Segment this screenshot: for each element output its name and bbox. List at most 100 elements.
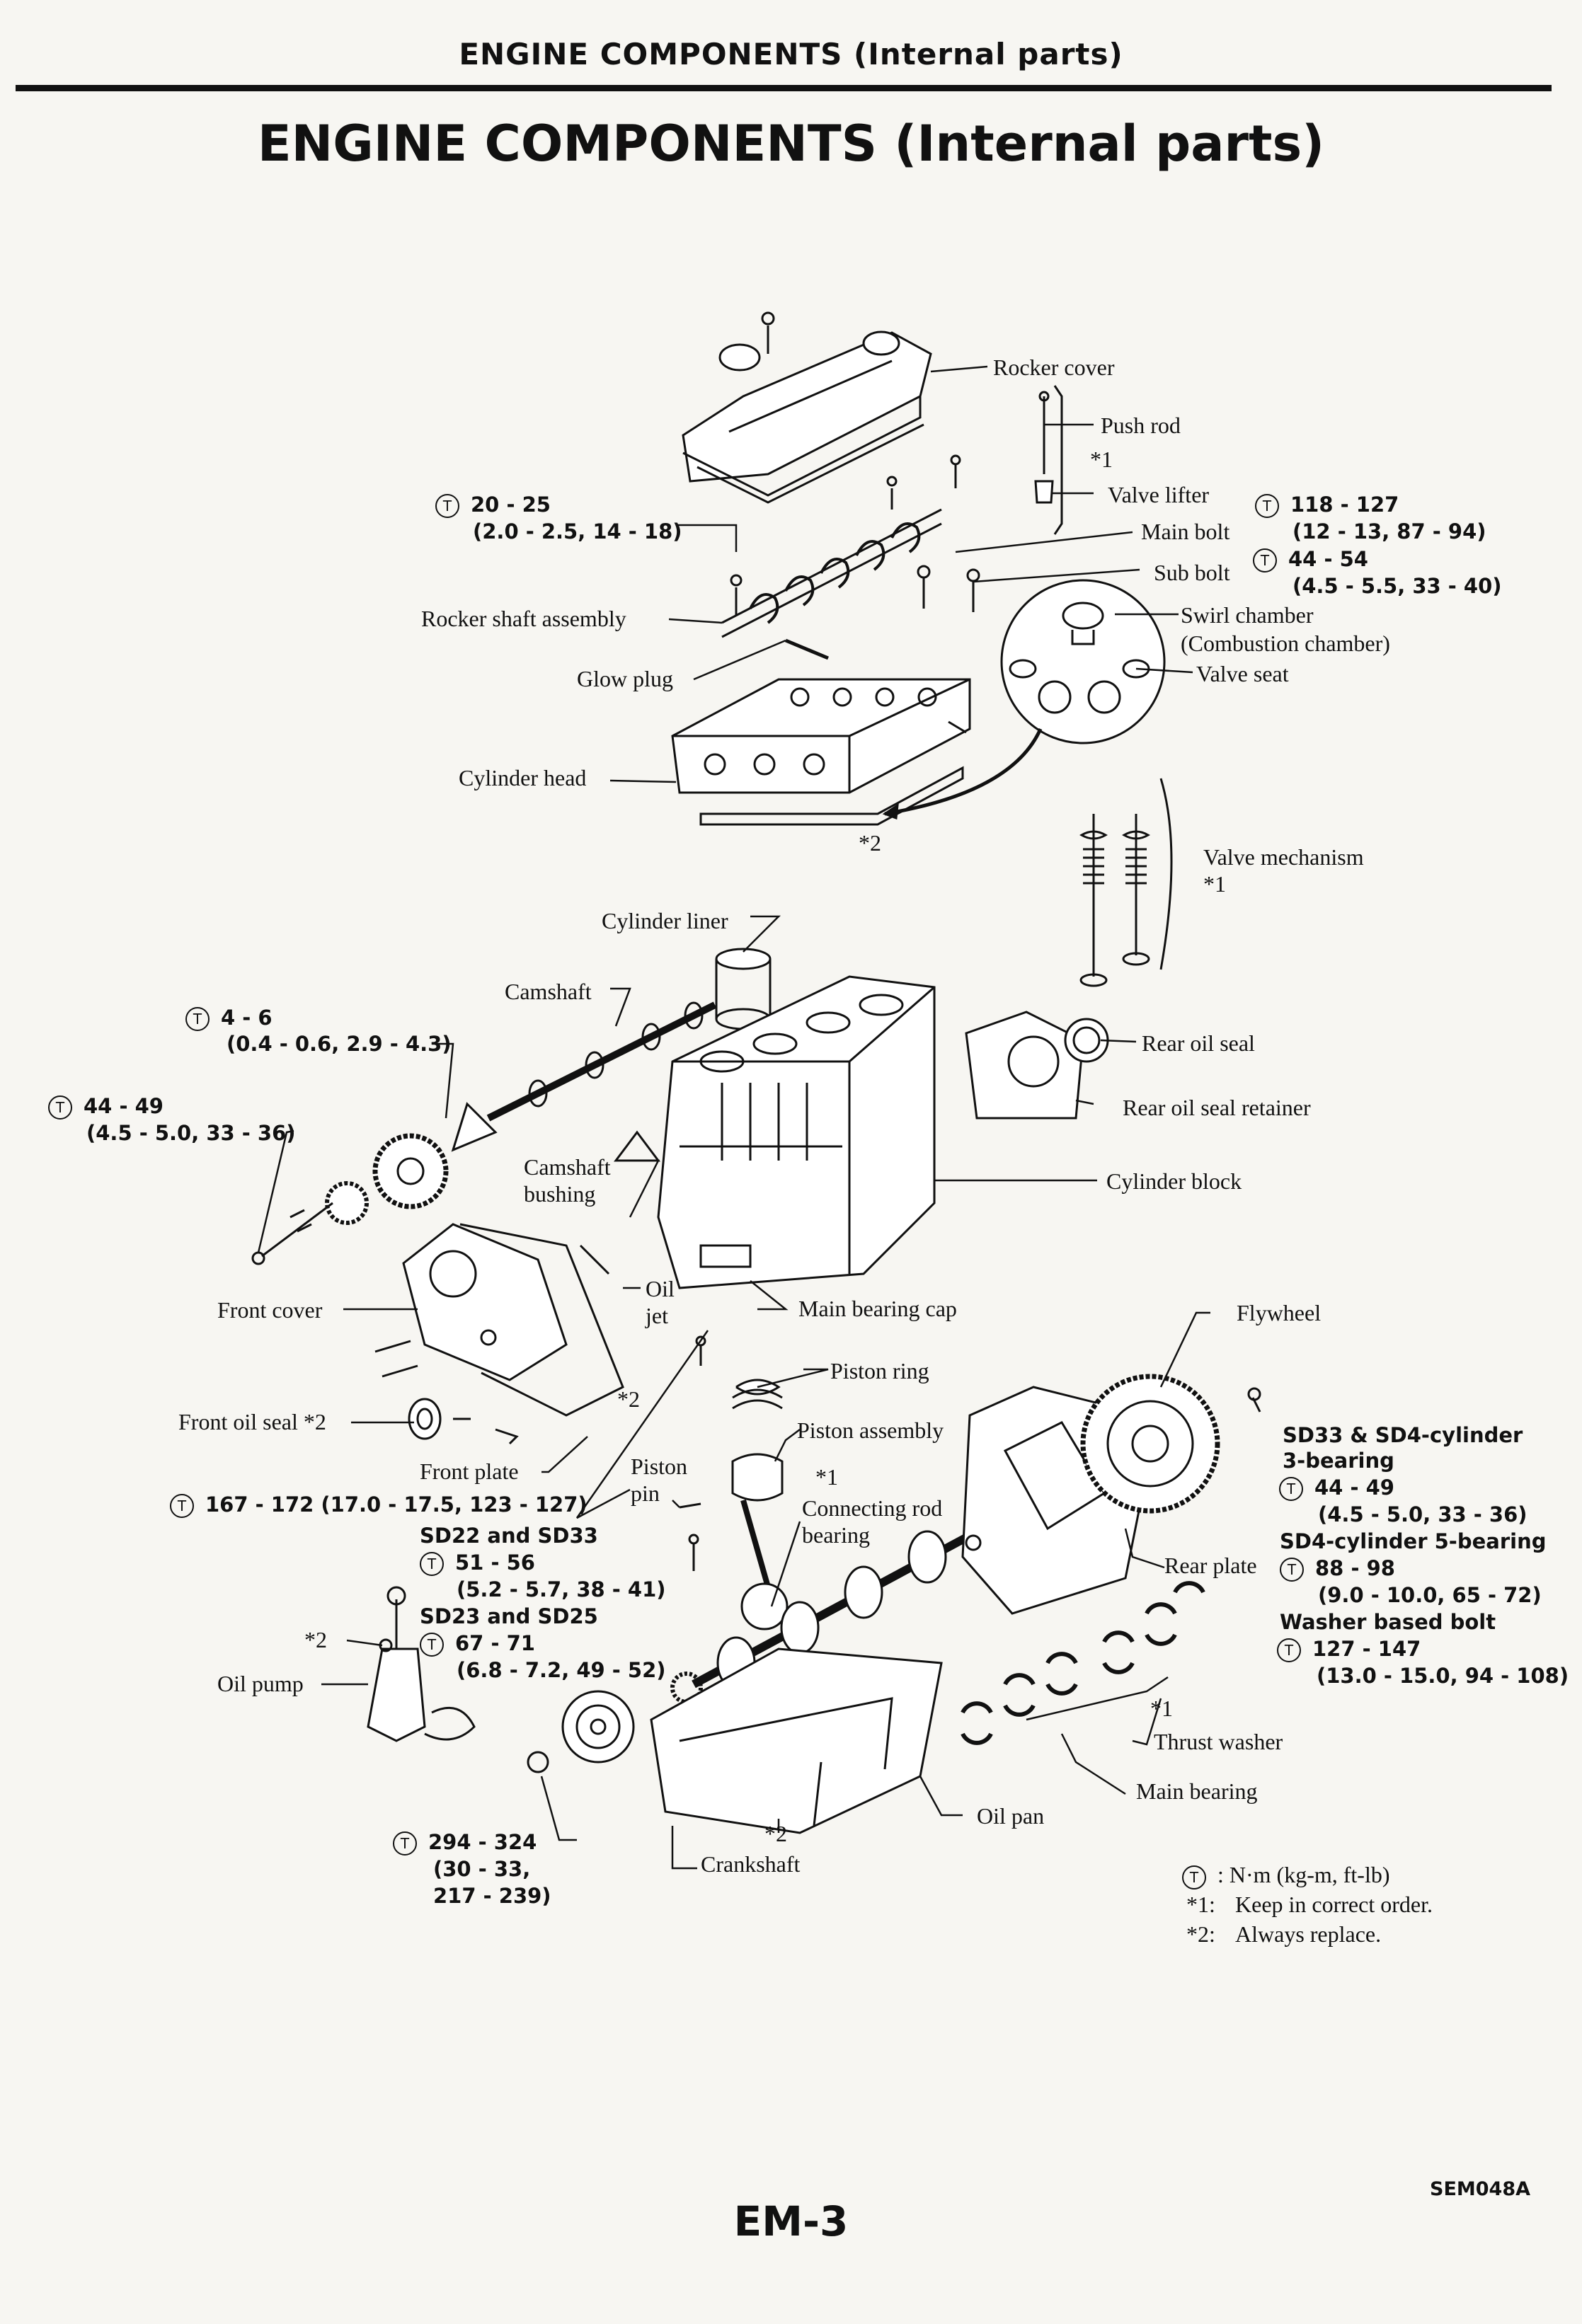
label-valve-seat: Valve seat xyxy=(1196,661,1289,686)
torque-icon: T xyxy=(170,1494,194,1518)
timing-gears-drawing xyxy=(251,1133,449,1265)
label-main-bolt: Main bolt xyxy=(1141,519,1230,544)
label-crankshaft: Crankshaft xyxy=(701,1851,801,1877)
torque-flywheel-1-units: (4.5 - 5.0, 33 - 36) xyxy=(1318,1502,1527,1526)
label-cylinder-liner: Cylinder liner xyxy=(602,908,728,933)
legend-note-2-text: Always replace. xyxy=(1235,1921,1382,1947)
torque-icon: T xyxy=(1280,1558,1304,1582)
label-connecting-rod-bearing-line2: bearing xyxy=(802,1522,870,1548)
torque-sub-value: 44 - 54 xyxy=(1288,547,1368,571)
legend-note-2-mark: *2: xyxy=(1186,1921,1215,1947)
torque-sd23-units: (6.8 - 7.2, 49 - 52) xyxy=(457,1658,666,1682)
torque-sd23: T 67 - 71 xyxy=(420,1630,535,1657)
torque-camshaft-value: 4 - 6 xyxy=(221,1006,273,1030)
label-piston-note: *1 xyxy=(815,1464,838,1490)
torque-cam-gear-units: (4.5 - 5.0, 33 - 36) xyxy=(86,1121,296,1145)
torque-icon: T xyxy=(420,1633,444,1657)
label-camshaft: Camshaft xyxy=(505,979,592,1004)
torque-sub-units: (4.5 - 5.5, 33 - 40) xyxy=(1292,574,1502,598)
label-push-rod: Push rod xyxy=(1101,413,1181,438)
torque-icon: T xyxy=(393,1831,417,1856)
label-main-bearing: Main bearing xyxy=(1136,1778,1258,1804)
label-valve-mechanism-note: *1 xyxy=(1203,871,1226,897)
torque-sub-bolt: T 44 - 54 xyxy=(1253,546,1368,573)
label-piston-ring: Piston ring xyxy=(830,1358,929,1384)
label-crankshaft-note: *2 xyxy=(764,1821,787,1846)
torque-flywheel-1-value: 44 - 49 xyxy=(1314,1475,1394,1500)
label-rocker-shaft-assembly: Rocker shaft assembly xyxy=(421,606,626,631)
label-oil-pump-note: *2 xyxy=(304,1627,327,1652)
oil-pan-drawing xyxy=(650,1647,943,1834)
legend-note-1-text: Keep in correct order. xyxy=(1235,1892,1433,1917)
label-rear-oil-seal-retainer: Rear oil seal retainer xyxy=(1123,1095,1311,1120)
label-glow-plug: Glow plug xyxy=(577,666,673,691)
front-cover-drawing xyxy=(374,1223,624,1445)
torque-rocker-value: 20 - 25 xyxy=(471,493,551,517)
label-piston-assembly: Piston assembly xyxy=(797,1417,944,1443)
rocker-shaft-drawing xyxy=(721,476,980,638)
torque-pulley: T 294 - 324 xyxy=(393,1829,537,1856)
label-oil-pan: Oil pan xyxy=(977,1803,1045,1829)
cylinder-block-drawing xyxy=(614,975,936,1289)
piston-drawing xyxy=(679,1335,789,1630)
page-number: EM-3 xyxy=(733,2197,849,2245)
flywheel-3bearing-heading: 3-bearing xyxy=(1283,1449,1394,1473)
label-sub-bolt: Sub bolt xyxy=(1154,560,1230,585)
label-front-plate-note: *2 xyxy=(617,1386,640,1412)
washer-based-bolt-heading: Washer based bolt xyxy=(1280,1610,1496,1634)
label-thrust-washer: Thrust washer xyxy=(1154,1729,1283,1754)
oil-pump-drawing xyxy=(367,1586,476,1742)
crank-pulley-drawing xyxy=(527,1690,635,1773)
torque-icon: T xyxy=(435,494,459,518)
torque-flywheel-2: T 88 - 98 xyxy=(1280,1555,1395,1582)
torque-pulley-units-2: 217 - 239) xyxy=(433,1884,551,1908)
torque-sd22-units: (5.2 - 5.7, 38 - 41) xyxy=(457,1577,666,1601)
figure-code: SEM048A xyxy=(1430,2178,1531,2200)
flywheel-sd4-heading: SD4-cylinder 5-bearing xyxy=(1280,1529,1547,1553)
label-cylinder-block: Cylinder block xyxy=(1106,1168,1242,1194)
torque-icon: T xyxy=(1182,1865,1206,1889)
torque-icon: T xyxy=(1253,548,1277,573)
label-cylinder-head-note: *2 xyxy=(859,830,881,856)
label-connecting-rod-bearing-line1: Connecting rod xyxy=(802,1495,943,1521)
torque-pulley-value: 294 - 324 xyxy=(428,1830,537,1854)
label-oil-pump: Oil pump xyxy=(217,1671,304,1696)
flywheel-drawing xyxy=(1080,1374,1261,1514)
torque-icon: T xyxy=(48,1095,72,1120)
torque-cam-gear-value: 44 - 49 xyxy=(84,1094,164,1118)
label-rocker-cover: Rocker cover xyxy=(993,355,1115,380)
torque-sd22-value: 51 - 56 xyxy=(455,1551,535,1575)
torque-rocker-shaft: T 20 - 25 xyxy=(435,492,551,518)
label-valve-lifter: Valve lifter xyxy=(1108,482,1210,507)
valve-mechanism-drawing xyxy=(1079,778,1173,987)
torque-pulley-units-1: (30 - 33, xyxy=(433,1857,531,1881)
torque-sd23-value: 67 - 71 xyxy=(455,1631,535,1655)
label-front-cover: Front cover xyxy=(217,1297,323,1323)
torque-flywheel-3-value: 127 - 147 xyxy=(1312,1637,1421,1661)
torque-sd23-heading: SD23 and SD25 xyxy=(420,1604,598,1628)
page-title: ENGINE COMPONENTS (Internal parts) xyxy=(257,115,1325,173)
torque-icon: T xyxy=(185,1007,210,1031)
label-cylinder-head: Cylinder head xyxy=(459,765,587,790)
cylinder-head-drawing xyxy=(671,678,971,826)
flywheel-sd33-heading: SD33 & SD4-cylinder xyxy=(1283,1423,1523,1447)
label-piston-pin-line2: pin xyxy=(631,1480,660,1506)
torque-main-value: 118 - 127 xyxy=(1290,493,1399,517)
label-combustion-chamber: (Combustion chamber) xyxy=(1181,631,1390,656)
torque-flywheel-3-units: (13.0 - 15.0, 94 - 108) xyxy=(1317,1664,1569,1688)
legend-note-1-mark: *1: xyxy=(1186,1892,1215,1917)
torque-rocker-units: (2.0 - 2.5, 14 - 18) xyxy=(473,519,682,543)
label-swirl-chamber: Swirl chamber xyxy=(1181,602,1314,628)
torque-cam-gear: T 44 - 49 xyxy=(48,1093,164,1120)
camshaft-drawing xyxy=(451,1001,717,1152)
label-rear-plate: Rear plate xyxy=(1164,1553,1257,1578)
torque-flywheel-2-value: 88 - 98 xyxy=(1315,1556,1395,1580)
push-rod-drawing xyxy=(950,385,1063,535)
torque-icon: T xyxy=(1277,1638,1301,1662)
rocker-cover-drawing xyxy=(682,311,932,504)
main-bearings-drawing xyxy=(961,1581,1205,1745)
